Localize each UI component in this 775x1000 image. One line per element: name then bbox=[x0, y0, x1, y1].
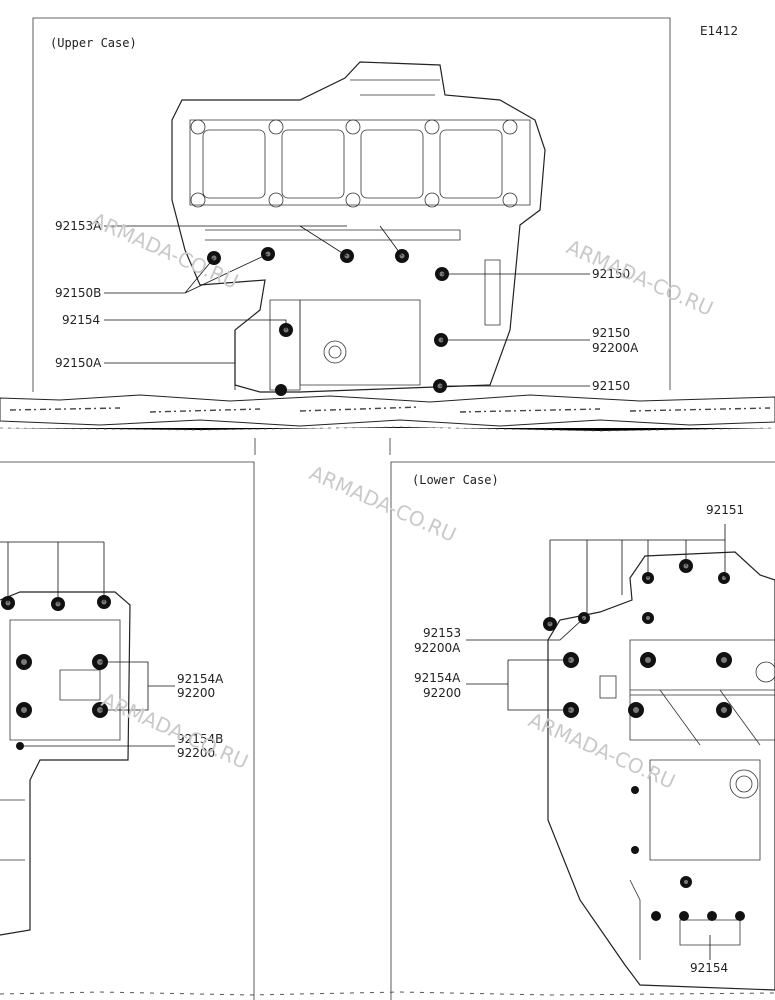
middle-left-bolts bbox=[1, 595, 111, 750]
label-92153-lower: 92153 bbox=[423, 626, 461, 640]
bottom-edge bbox=[0, 991, 775, 996]
label-92150-a: 92150 bbox=[592, 267, 630, 281]
upper-case-title: (Upper Case) bbox=[50, 36, 137, 50]
middle-left-panel: 92154A 92200 92154B 92200 bbox=[0, 461, 255, 1000]
watermark-2: ARMADA-CO.RU bbox=[563, 235, 717, 321]
label-92154A-lower: 92154A bbox=[414, 671, 461, 685]
label-92153A-upper: 92153A bbox=[55, 219, 102, 233]
label-92150-b: 92150 bbox=[592, 326, 630, 340]
label-92150A: 92150A bbox=[55, 356, 102, 370]
label-92154-upper: 92154 bbox=[62, 313, 100, 327]
lower-leader-lines bbox=[466, 524, 726, 960]
label-92150-c: 92150 bbox=[592, 379, 630, 393]
lower-bolts bbox=[543, 559, 745, 921]
label-92200-lower: 92200 bbox=[423, 686, 461, 700]
label-92200A-lower: 92200A bbox=[414, 641, 461, 655]
lower-case-panel: (Lower Case) bbox=[390, 461, 775, 1000]
upper-case-panel: (Upper Case) bbox=[32, 17, 671, 396]
upper-leader-lines bbox=[104, 225, 590, 390]
label-92150B: 92150B bbox=[55, 286, 101, 300]
lower-case-title: (Lower Case) bbox=[412, 473, 499, 487]
label-92200-middle-b: 92200 bbox=[177, 746, 215, 760]
torn-separator bbox=[0, 394, 775, 455]
watermark-4: ARMADA-CO.RU bbox=[98, 688, 252, 774]
watermarks: ARMADA-CO.RU ARMADA-CO.RU ARMADA-CO.RU A… bbox=[88, 208, 717, 794]
label-92200-middle-a: 92200 bbox=[177, 686, 215, 700]
label-92154-lower: 92154 bbox=[690, 961, 728, 975]
diagram-code: E1412 bbox=[700, 24, 738, 38]
watermark-1: ARMADA-CO.RU bbox=[88, 208, 242, 294]
label-92154B: 92154B bbox=[177, 732, 223, 746]
label-92151: 92151 bbox=[706, 503, 744, 517]
label-92154A-middle: 92154A bbox=[177, 672, 224, 686]
upper-bolts bbox=[207, 247, 449, 396]
label-92200A-upper: 92200A bbox=[592, 341, 639, 355]
upper-crankcase-drawing bbox=[171, 61, 546, 393]
